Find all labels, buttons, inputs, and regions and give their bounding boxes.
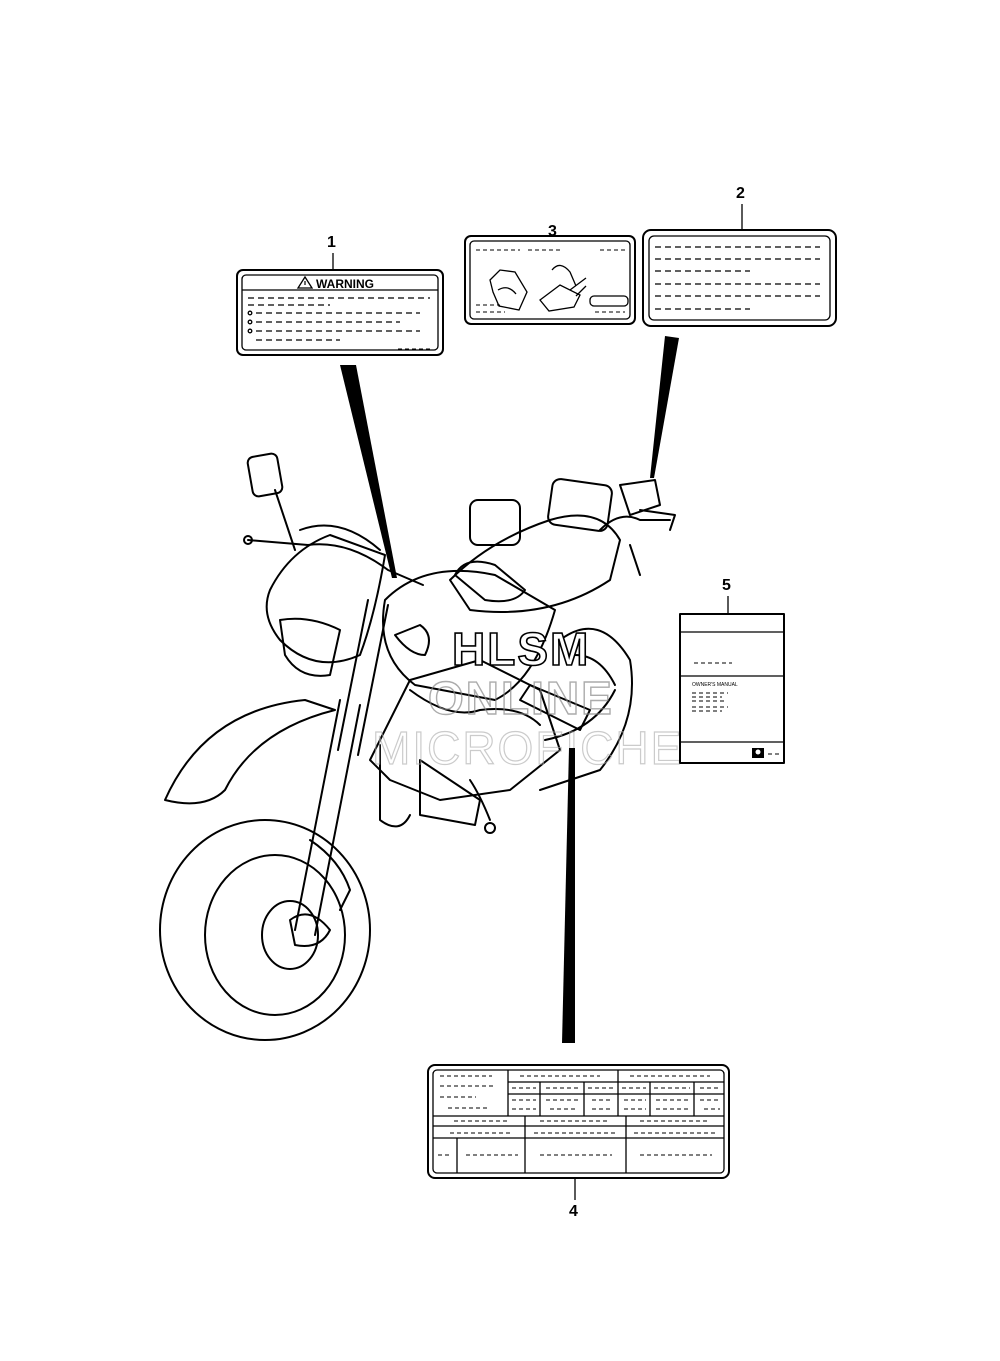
manual-title: OWNER'S MANUAL	[692, 682, 738, 688]
label-4-table[interactable]	[427, 1064, 730, 1179]
callout-3: 3	[548, 223, 557, 240]
svg-text:4: 4	[569, 1203, 578, 1220]
svg-text:2: 2	[736, 185, 745, 202]
leader-1	[340, 365, 397, 578]
watermark-line-3: MICROFICHE	[372, 722, 683, 774]
motorcycle-drawing	[159, 452, 676, 1041]
leader-2	[650, 336, 679, 478]
watermark: HLSM ONLINE MICROFICHE	[371, 622, 683, 774]
rider-pictogram-icon	[489, 264, 629, 312]
callout-2: 2	[650, 185, 745, 478]
item-5-owners-manual[interactable]: OWNER'S MANUAL	[679, 613, 785, 764]
callout-1: 1	[327, 234, 397, 578]
watermark-line-1: HLSM	[452, 623, 590, 675]
callout-4: 4	[569, 1178, 578, 1220]
svg-text:3: 3	[548, 223, 557, 240]
svg-text:5: 5	[722, 577, 731, 594]
warning-triangle-icon	[296, 275, 314, 289]
label-2-info[interactable]	[642, 229, 837, 327]
brand-logo-icon	[752, 748, 764, 758]
svg-text:1: 1	[327, 234, 336, 251]
leader-4	[562, 748, 575, 1043]
label-3-pictogram[interactable]	[464, 235, 636, 325]
callout-4-leader	[562, 748, 575, 1043]
callout-5: 5	[722, 577, 731, 614]
warning-heading: WARNING	[316, 277, 374, 291]
watermark-line-2: ONLINE	[428, 672, 614, 724]
label-1-warning[interactable]: WARNING	[236, 269, 444, 356]
